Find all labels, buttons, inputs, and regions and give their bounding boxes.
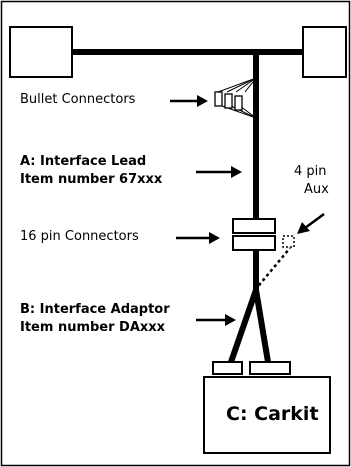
adaptor-branch-left (228, 289, 259, 363)
left-device-box (9, 26, 73, 78)
aux-label-line1: 4 pin (294, 164, 327, 179)
interface-adaptor-label: B: Interface Adaptor Item number DAxxx (20, 301, 170, 337)
aux-label-line2: Aux (304, 182, 329, 197)
pin16-connector-bottom (232, 235, 276, 251)
carkit-label: C: Carkit (226, 403, 319, 425)
interface-lead-label: A: Interface Lead Item number 67xxx (20, 153, 162, 189)
interface-adaptor-item-number: Item number DAxxx (20, 320, 166, 335)
pin16-connector-top (232, 218, 276, 234)
bullet-connectors (214, 91, 243, 111)
arrow-interface-adaptor (196, 314, 236, 326)
adaptor-branch-right (253, 289, 271, 363)
arrow-interface-lead (196, 166, 242, 178)
aux-wire (254, 247, 291, 291)
aux-connector (282, 235, 295, 248)
bullet-connector-wires (217, 77, 257, 119)
bullet-connectors-label: Bullet Connectors (20, 92, 136, 107)
right-device-box (302, 26, 347, 78)
carkit-plug-left (212, 361, 243, 375)
aux-label: 4 pin Aux (294, 163, 329, 199)
interface-lead-title: A: Interface Lead (20, 154, 147, 169)
carkit-box (203, 376, 331, 454)
interface-adaptor-title: B: Interface Adaptor (20, 302, 170, 317)
pin16-connectors-label: 16 pin Connectors (20, 229, 139, 244)
interface-lead-item-number: Item number 67xxx (20, 172, 163, 187)
arrow-pin16-connectors (176, 232, 220, 244)
carkit-plug-right (249, 361, 291, 375)
arrow-aux (297, 212, 325, 234)
arrow-bullet-connectors (170, 95, 208, 107)
